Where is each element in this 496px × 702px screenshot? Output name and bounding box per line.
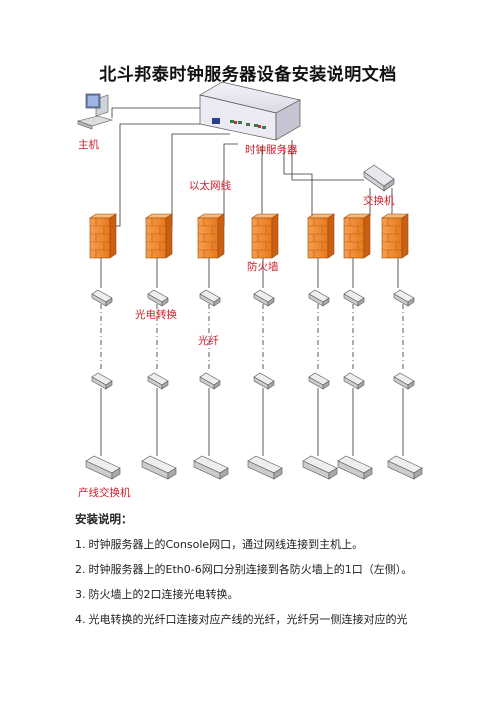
switch-icon [363,164,395,192]
converter-icon [393,372,415,390]
ethernet-cable-label: 以太网线 [189,180,231,192]
converter-icon [147,289,169,307]
converter-icon [343,289,365,307]
installation-notes: 安装说明： 1.时钟服务器上的Console网口，通过网线连接到主机上。 2.时… [75,511,475,637]
console-cable [111,107,216,118]
line-switch-icons [85,455,423,480]
clock-server-label: 时钟服务器 [245,144,298,156]
firewall-icon-3 [197,213,225,259]
clock-server-icon [199,81,301,141]
converter-icons-upper [91,289,415,307]
line-switch-icon [247,455,283,480]
firewall-icon-2 [145,213,173,259]
firewall-icon-7 [381,213,409,259]
fiber-links [100,304,404,372]
line-switch-icon [193,455,229,480]
converter-icon [343,372,365,390]
cable-switch [291,140,364,181]
firewall-icon-1 [89,213,117,259]
page-title: 北斗邦泰时钟服务器设备安装说明文档 [99,65,397,85]
fw-to-converter-links [100,258,399,288]
line-switch-icon [387,455,423,480]
cable-fw1 [112,123,222,227]
media-converter-label: 光电转换 [135,309,177,321]
host-label: 主机 [78,139,99,151]
step-4: 4.光电转换的光纤口连接对应产线的光纤，光纤另一侧连接对应的光 [75,613,408,626]
converter-icon [308,372,330,390]
line-switch-label: 产线交换机 [78,487,131,499]
line-switch-icon [337,455,373,480]
firewall-icon-4 [251,213,279,259]
firewall-icon-6 [343,213,371,259]
switch-label: 交换机 [363,195,395,207]
converter-icon [91,372,113,390]
host-computer-icon [76,93,114,130]
step-2: 2.时钟服务器上的Eth0-6网口分别连接到各防火墙上的1口（左侧）。 [75,563,413,576]
converter-icon [308,289,330,307]
converter-icon [91,289,113,307]
line-switch-icon [85,455,121,480]
converter-icon [199,289,221,307]
fiber-label: 光纤 [198,335,219,347]
converter-icon [253,289,275,307]
converter-to-lineswitch-links [100,388,404,456]
firewall-label: 防火墙 [247,261,279,273]
line-switch-icon [302,455,338,480]
step-1: 1.时钟服务器上的Console网口，通过网线连接到主机上。 [75,538,364,551]
converter-icon [147,372,169,390]
network-diagram [76,81,423,480]
notes-heading: 安装说明： [75,512,133,526]
converter-icon [393,289,415,307]
firewall-icons [89,213,409,259]
converter-icons-lower [91,372,415,390]
step-3: 3.防火墙上的2口连接光电转换。 [75,588,239,601]
converter-icon [253,372,275,390]
firewall-icon-5 [307,213,335,259]
line-switch-icon [141,455,177,480]
converter-icon [199,372,221,390]
